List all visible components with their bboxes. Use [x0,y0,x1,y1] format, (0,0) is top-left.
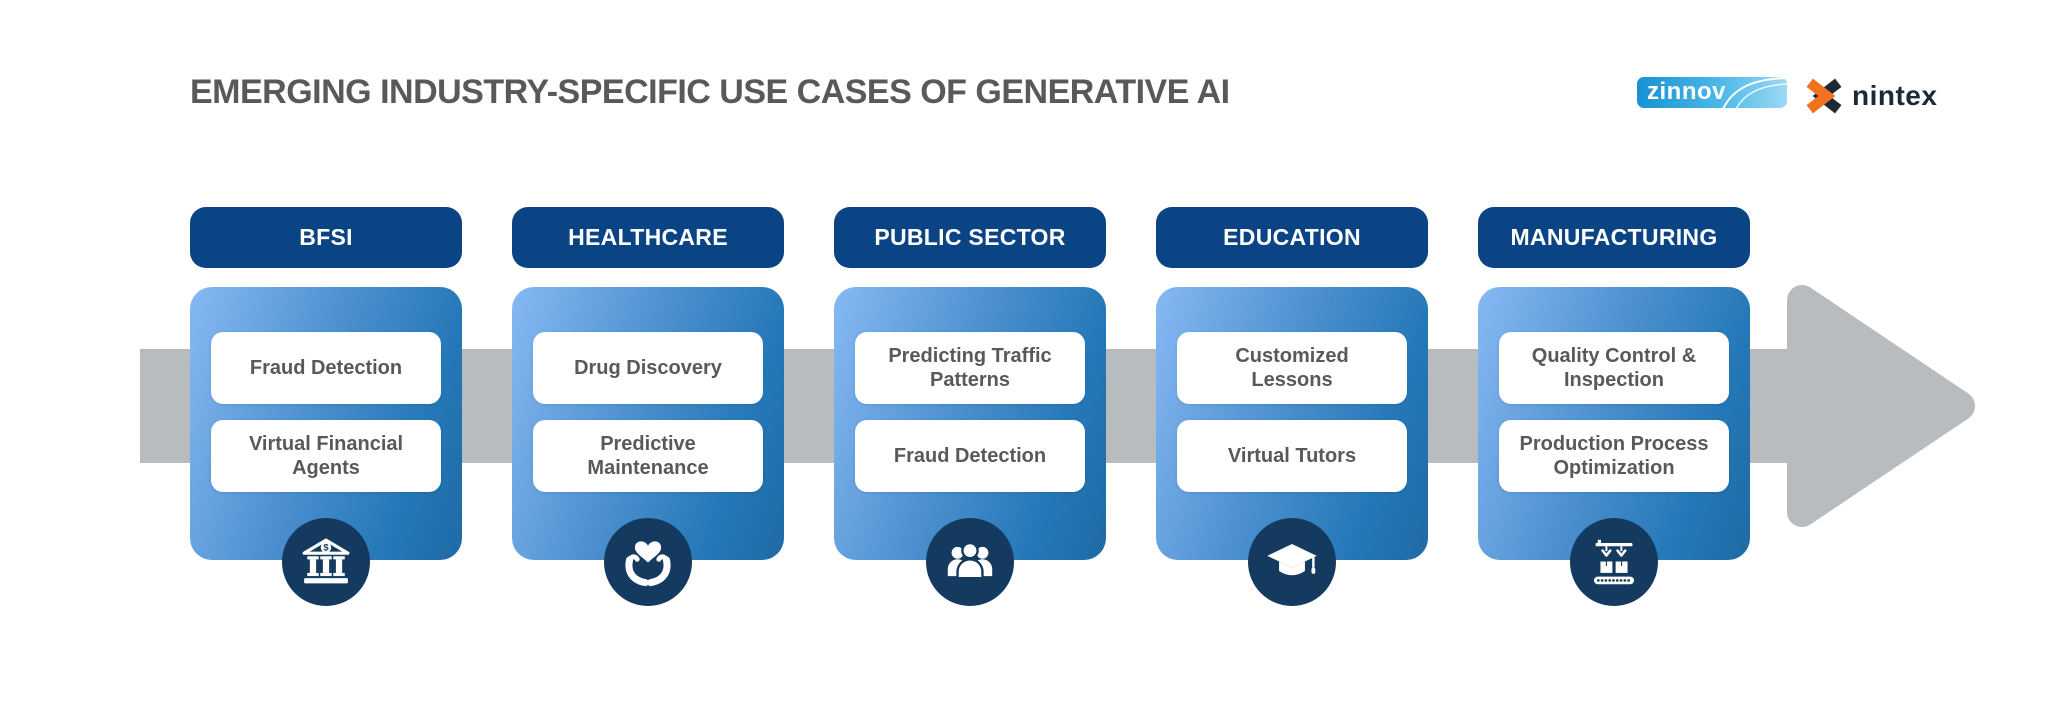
industry-column-education: EDUCATION Customized Lessons Virtual Tut… [1156,207,1428,606]
use-case-label: Predicting Traffic Patterns [888,344,1052,391]
industry-header-public-sector: PUBLIC SECTOR [834,207,1106,268]
industry-header-label: HEALTHCARE [568,224,728,250]
nintex-x-icon [1806,78,1842,114]
use-case-label: Fraud Detection [893,444,1047,467]
hands-heart-icon [604,518,692,606]
industry-header-manufacturing: MANUFACTURING [1478,207,1750,268]
nintex-logo: nintex [1805,77,1937,115]
industry-column-public-sector: PUBLIC SECTOR Predicting Traffic Pattern… [834,207,1106,606]
use-case-box: Predictive Maintenance [533,420,763,492]
bank-icon: $ [282,518,370,606]
use-case-box: Fraud Detection [855,420,1085,492]
use-case-box: Production Process Optimization [1499,420,1729,492]
use-case-label: Production Process Optimization [1519,432,1709,479]
industry-card-healthcare: Drug Discovery Predictive Maintenance [512,287,784,606]
use-case-box: Quality Control & Inspection [1499,332,1729,404]
industry-header-healthcare: HEALTHCARE [512,207,784,268]
use-case-box: Predicting Traffic Patterns [855,332,1085,404]
use-case-label: Virtual Tutors [1227,444,1357,467]
industry-header-label: EDUCATION [1223,224,1361,250]
industry-header-education: EDUCATION [1156,207,1428,268]
industry-column-bfsi: BFSI Fraud Detection Virtual Financial A… [190,207,462,606]
zinnov-arc-icon [1722,77,1787,108]
use-case-label: Drug Discovery [574,356,722,379]
page-title: EMERGING INDUSTRY-SPECIFIC USE CASES OF … [190,73,1230,111]
nintex-wordmark: nintex [1852,80,1938,111]
graduation-cap-icon [1248,518,1336,606]
svg-text:$: $ [323,543,329,553]
use-case-box: Virtual Financial Agents [211,420,441,492]
industry-column-healthcare: HEALTHCARE Drug Discovery Predictive Mai… [512,207,784,606]
use-case-box: Fraud Detection [211,332,441,404]
industry-header-bfsi: BFSI [190,207,462,268]
industry-header-label: PUBLIC SECTOR [874,224,1066,250]
use-case-label: Customized Lessons [1235,344,1349,391]
use-case-box: Customized Lessons [1177,332,1407,404]
use-case-label: Predictive Maintenance [587,432,709,479]
industry-card-manufacturing: Quality Control & Inspection Production … [1478,287,1750,606]
industry-header-label: MANUFACTURING [1510,224,1718,250]
use-case-label: Virtual Financial Agents [248,432,404,479]
conveyor-robot-icon [1570,518,1658,606]
use-case-label: Quality Control & Inspection [1531,344,1697,391]
industry-column-manufacturing: MANUFACTURING Quality Control & Inspecti… [1478,207,1750,606]
use-case-label: Fraud Detection [249,356,403,379]
zinnov-logo: zinnov [1637,77,1787,108]
industry-columns: BFSI Fraud Detection Virtual Financial A… [190,207,1750,606]
industry-card-public-sector: Predicting Traffic Patterns Fraud Detect… [834,287,1106,606]
industry-card-education: Customized Lessons Virtual Tutors [1156,287,1428,606]
zinnov-wordmark: zinnov [1647,78,1726,105]
use-case-box: Drug Discovery [533,332,763,404]
industry-card-bfsi: Fraud Detection Virtual Financial Agents… [190,287,462,606]
industry-header-label: BFSI [299,224,353,250]
use-case-box: Virtual Tutors [1177,420,1407,492]
people-group-icon [926,518,1014,606]
